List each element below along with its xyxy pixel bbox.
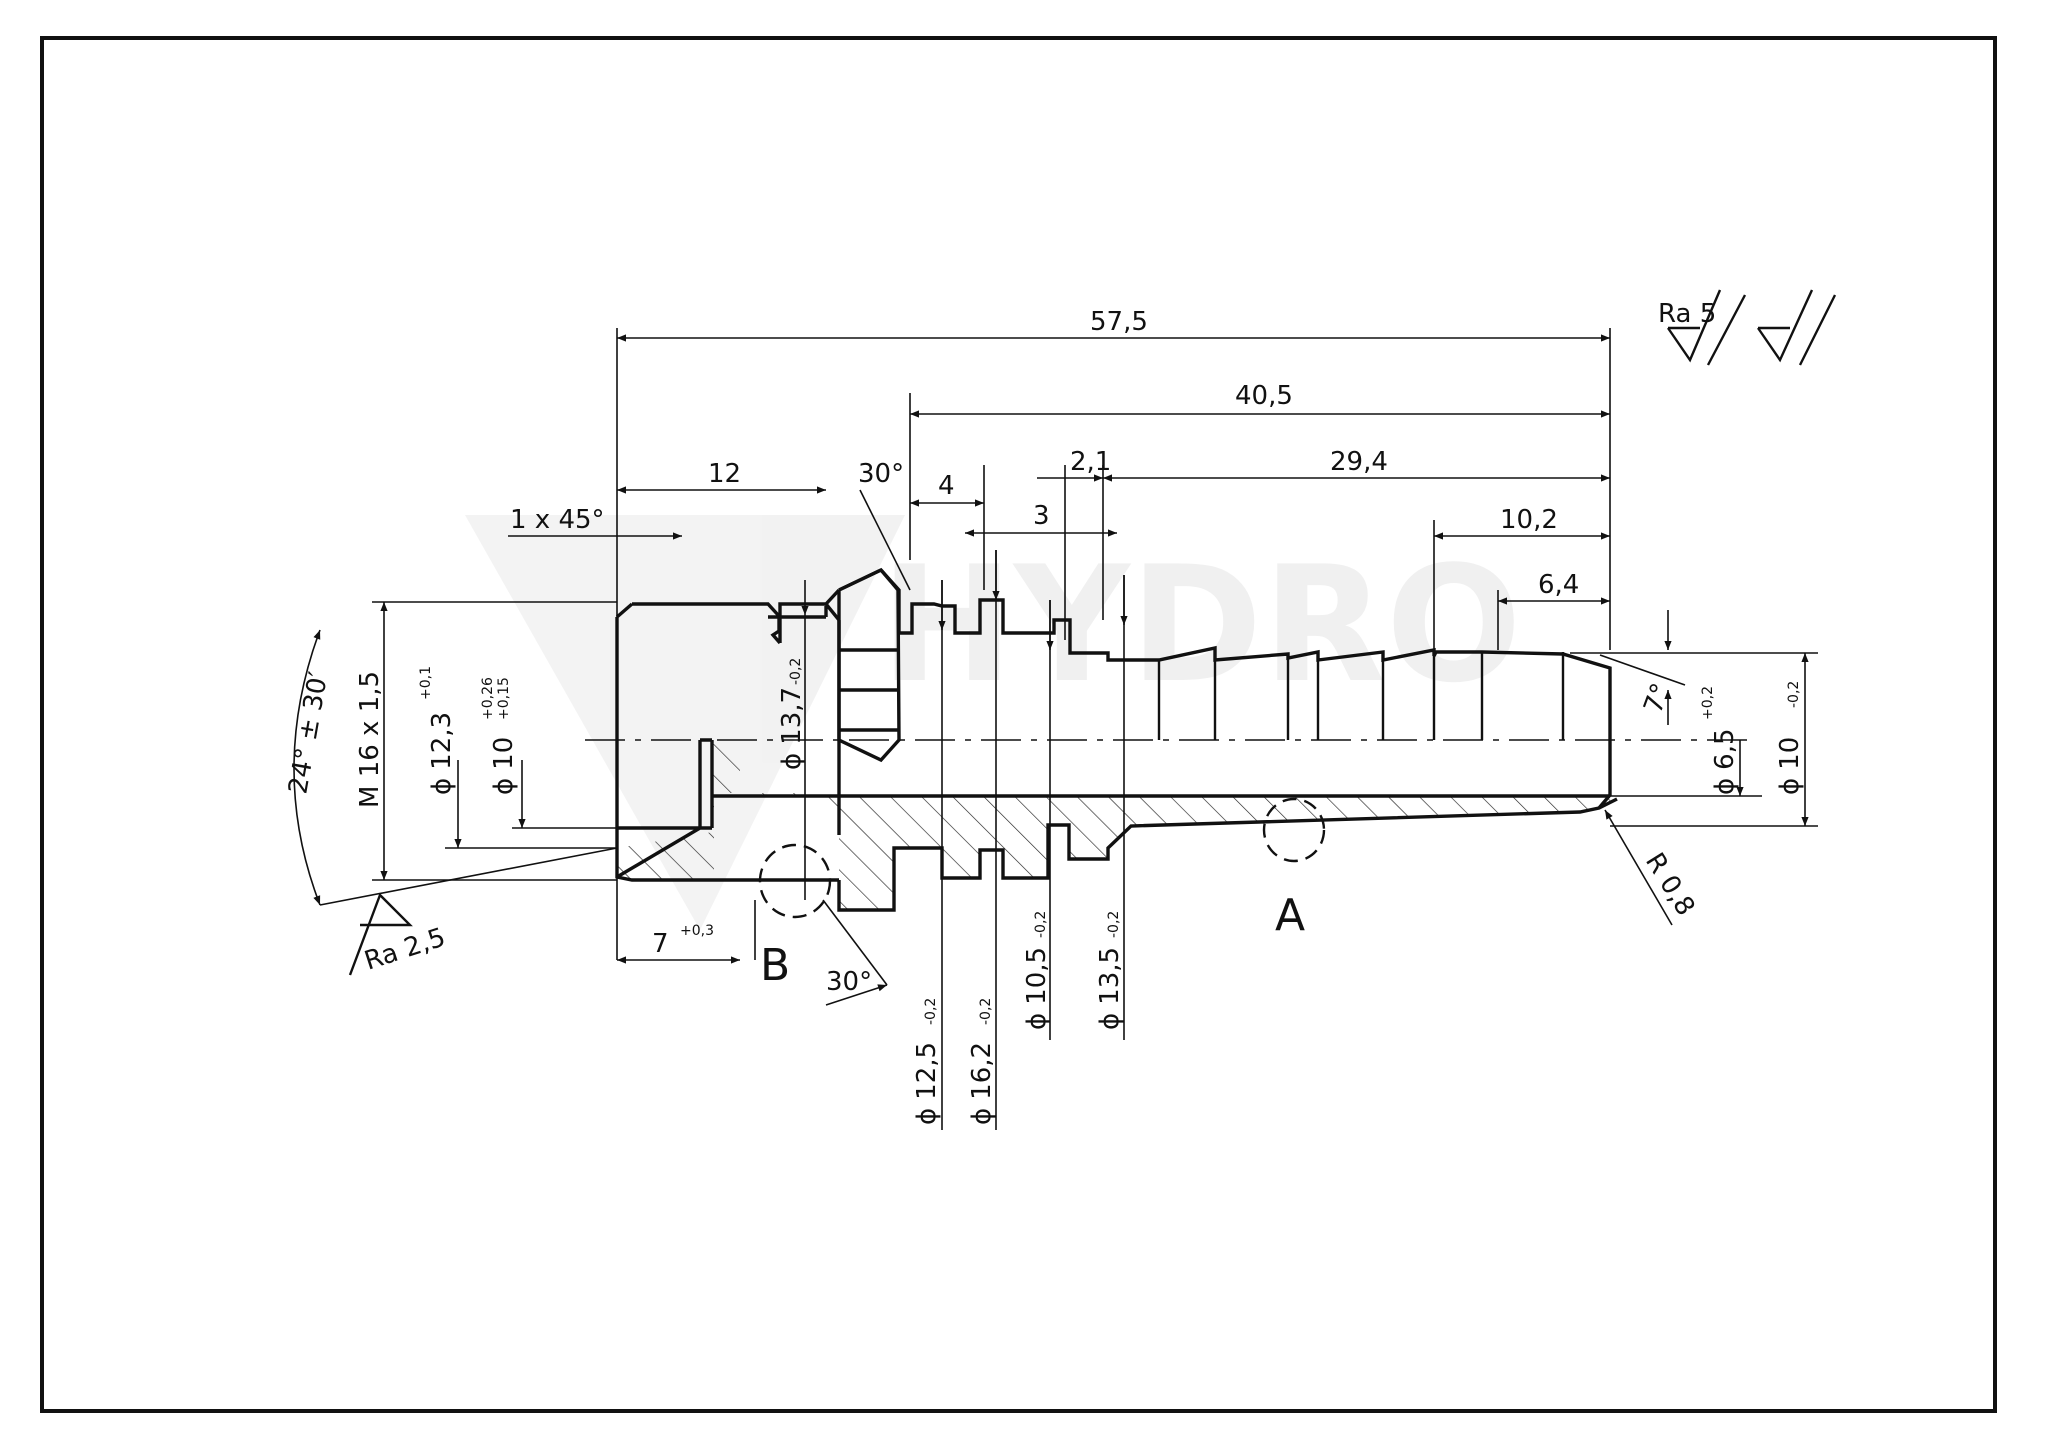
drawing-frame bbox=[40, 36, 1997, 1413]
dim-6-5: ϕ6,5 bbox=[1710, 728, 1740, 795]
detail-circle-a bbox=[1262, 797, 1326, 863]
dim-7: 7 bbox=[652, 929, 669, 959]
dim-4: 4 bbox=[938, 471, 955, 501]
dim-40-5: 40,5 bbox=[1235, 381, 1293, 411]
dim-2-1: 2,1 bbox=[1070, 447, 1111, 477]
surface-finish-seat: Ra 2,5 bbox=[348, 892, 449, 977]
dim-6-4: 6,4 bbox=[1538, 570, 1579, 600]
dim-13-5-tol: -0,2 bbox=[1106, 911, 1122, 938]
hex-angle-line-bottom bbox=[822, 899, 888, 986]
dim-10-2: 10,2 bbox=[1500, 505, 1558, 535]
dim-16-2: ϕ16,2 bbox=[967, 1042, 997, 1125]
barb-lines bbox=[1157, 650, 1565, 740]
dim-13-5: ϕ13,5 bbox=[1095, 947, 1125, 1030]
detail-circle-b bbox=[758, 843, 832, 919]
dim-3: 3 bbox=[1033, 501, 1050, 531]
dim-16-2-tol: -0,2 bbox=[978, 998, 994, 1025]
dim-12-3-tol: +0,1 bbox=[418, 666, 434, 700]
dim-10-5-tol: -0,2 bbox=[1033, 911, 1049, 938]
end-annotations: 7° R 0,8 bbox=[1599, 610, 1700, 926]
surface-finish-general: Ra 5 bbox=[1658, 289, 1837, 366]
dim-10-bore: ϕ10 bbox=[489, 737, 519, 795]
dim-7-tol: +0,3 bbox=[680, 923, 714, 939]
dim-seat-angle: 24° ± 30′ bbox=[283, 669, 334, 796]
dim-10-end-tol: -0,2 bbox=[1786, 681, 1802, 708]
horizontal-dimensions: 57,5 40,5 29,4 2,1 12 4 3 10,2 6,4 1 x 4… bbox=[508, 307, 1611, 1006]
hex-angle-line-top bbox=[859, 489, 911, 591]
ra-general: Ra 5 bbox=[1658, 299, 1716, 329]
ra-seat: Ra 2,5 bbox=[361, 922, 449, 976]
vertical-dimensions: M 16 x 1,5 ϕ12,3 +0,1 ϕ10 +0,26 +0,15 ϕ1… bbox=[355, 550, 1818, 1130]
watermark: HYDRO bbox=[465, 515, 1522, 930]
dim-thread: M 16 x 1,5 bbox=[355, 671, 385, 808]
radius-leader bbox=[1604, 809, 1673, 926]
hex-nut bbox=[837, 568, 901, 763]
dim-12-5: ϕ12,5 bbox=[912, 1042, 942, 1125]
detail-label-a: A bbox=[1275, 890, 1305, 941]
section-hatch bbox=[617, 744, 1617, 910]
dim-10-end: ϕ10 bbox=[1775, 737, 1805, 795]
dim-chamfer: 1 x 45° bbox=[510, 505, 605, 535]
dim-10-bore-tol-up: +0,26 bbox=[480, 677, 496, 720]
dim-29-4: 29,4 bbox=[1330, 447, 1388, 477]
detail-label-b: B bbox=[760, 940, 790, 991]
dim-30-bottom: 30° bbox=[826, 967, 872, 997]
hex-angle-arc bbox=[825, 984, 888, 1006]
dim-10-bore-tol-lo: +0,15 bbox=[496, 677, 512, 720]
dim-12: 12 bbox=[708, 459, 741, 489]
dim-12-3: ϕ12,3 bbox=[427, 712, 457, 795]
dim-7-deg: 7° bbox=[1638, 679, 1676, 717]
dim-13-7-tol: -0,2 bbox=[788, 658, 804, 685]
dim-30-top: 30° bbox=[858, 459, 904, 489]
lower-outline bbox=[714, 797, 1618, 912]
dim-57-5: 57,5 bbox=[1090, 307, 1148, 337]
svg-text:HYDRO: HYDRO bbox=[880, 531, 1522, 718]
dim-13-7: ϕ13,7 bbox=[777, 687, 807, 770]
dim-6-5-tol: +0,2 bbox=[1700, 686, 1716, 720]
dim-12-5-tol: -0,2 bbox=[923, 998, 939, 1025]
dim-10-5: ϕ10,5 bbox=[1022, 947, 1052, 1030]
